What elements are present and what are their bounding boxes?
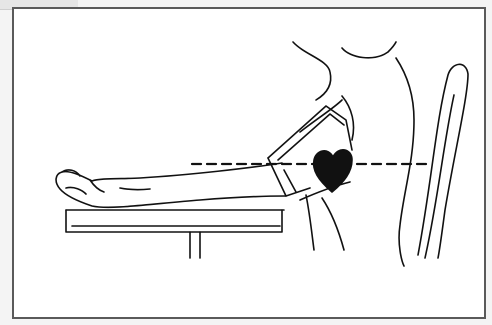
heart-icon (314, 150, 352, 192)
chair-back (418, 64, 468, 258)
torso (293, 42, 414, 266)
table (66, 210, 284, 258)
arm (56, 163, 286, 207)
